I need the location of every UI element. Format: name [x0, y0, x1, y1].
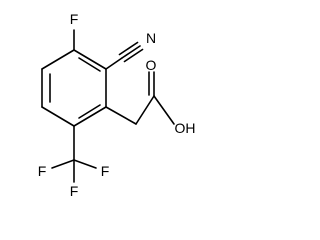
ring-bond-4: [73, 106, 107, 127]
ring-bond-2: [73, 49, 107, 70]
hydroxyl-label: OH: [175, 120, 196, 136]
cf3-f-bottom-label: F: [70, 183, 79, 199]
methylene-bond: [105, 106, 137, 125]
chemical-structure: F N O OH F F F: [38, 11, 196, 199]
cf3-right-bond: [73, 159, 97, 169]
nitrile-triple-bond-3: [123, 48, 144, 63]
carboxyl-bond: [135, 95, 155, 125]
nitrile-n-label: N: [146, 30, 156, 46]
nitrile-triple-bond-1: [121, 45, 141, 59]
ring-double-bond-2: [78, 57, 101, 72]
ring-bond-5: [41, 106, 75, 127]
ring-double-bond-3: [78, 104, 101, 119]
cf3-f-right-label: F: [101, 163, 110, 179]
nitrile-triple-bond-2: [118, 41, 139, 56]
fluoro-label: F: [70, 11, 79, 27]
cf3-f-left-label: F: [38, 163, 47, 179]
ring-bond-1: [41, 49, 75, 70]
carbonyl-o-label: O: [146, 57, 157, 73]
hydroxyl-bond: [153, 95, 175, 125]
nitrile-single-bond: [105, 57, 123, 70]
cf3-left-bond: [51, 159, 75, 169]
